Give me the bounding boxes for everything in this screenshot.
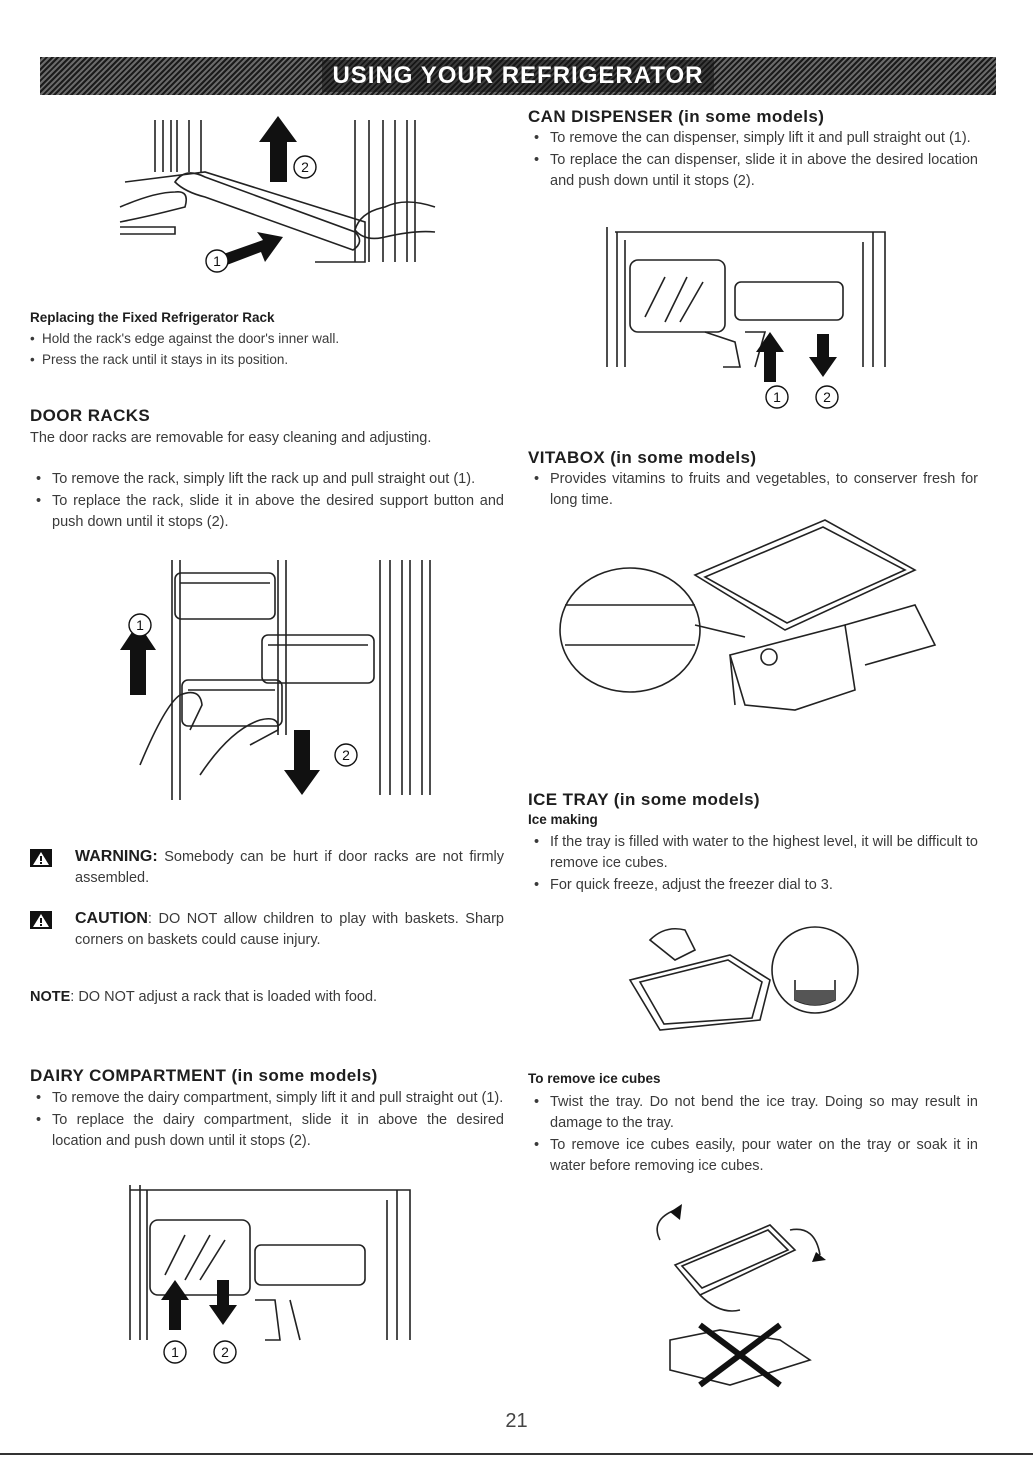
fixed-rack-title: Replacing the Fixed Refrigerator Rack (30, 310, 275, 325)
can-dispenser-bullets: To remove the can dispenser, simply lift… (528, 128, 978, 193)
page-number: 21 (505, 1410, 528, 1432)
callout-2: 2 (221, 1344, 229, 1360)
door-racks-intro: The door racks are removable for easy cl… (30, 430, 432, 446)
vitabox-illustration (559, 519, 937, 711)
caution-icon (30, 911, 52, 929)
list-item: To replace the dairy compartment, slide … (30, 1110, 504, 1152)
list-item: Hold the rack's edge against the door's … (30, 329, 510, 349)
warning-text: Somebody can be hurt if door racks are n… (75, 849, 504, 886)
list-item: For quick freeze, adjust the freezer dia… (528, 875, 978, 896)
callout-1: 1 (213, 253, 221, 269)
page-banner: USING YOUR REFRIGERATOR (40, 57, 996, 95)
can-dispenser-illustration: 1 2 (606, 227, 886, 409)
warning-icon (30, 849, 52, 867)
bottom-rule (0, 1453, 1033, 1455)
door-racks-bullets: To remove the rack, simply lift the rack… (30, 469, 504, 534)
warning-label: WARNING: (75, 848, 158, 865)
list-item: To remove ice cubes easily, pour water o… (528, 1135, 978, 1177)
ice-tray-bullets: If the tray is filled with water to the … (528, 832, 978, 897)
dairy-title: DAIRY COMPARTMENT (in some models) (30, 1066, 378, 1085)
banner-title: USING YOUR REFRIGERATOR (322, 60, 714, 92)
list-item: To replace the can dispenser, slide it i… (528, 150, 978, 192)
can-dispenser-title: CAN DISPENSER (in some models) (528, 107, 825, 126)
list-item: Provides vitamins to fruits and vegetabl… (528, 469, 978, 511)
callout-1: 1 (136, 617, 144, 633)
ice-tray-illustration (628, 926, 859, 1031)
door-racks-illustration: 1 2 (120, 560, 431, 800)
warning-block: WARNING: Somebody can be hurt if door ra… (30, 846, 504, 889)
vitabox-bullets: Provides vitamins to fruits and vegetabl… (528, 469, 978, 512)
dairy-bullets: To remove the dairy compartment, simply … (30, 1088, 504, 1153)
callout-1: 1 (773, 389, 781, 405)
list-item: Press the rack until it stays in its pos… (30, 350, 510, 370)
list-item: If the tray is filled with water to the … (528, 832, 978, 874)
vitabox-title: VITABOX (in some models) (528, 448, 757, 467)
list-item: Twist the tray. Do not bend the ice tray… (528, 1092, 978, 1134)
remove-ice-bullets: Twist the tray. Do not bend the ice tray… (528, 1092, 978, 1178)
note-label: NOTE (30, 989, 71, 1005)
twist-tray-illustration (656, 1204, 826, 1388)
list-item: To remove the dairy compartment, simply … (30, 1088, 504, 1109)
door-racks-title: DOOR RACKS (30, 406, 151, 425)
fixed-rack-illustration: 2 1 (119, 116, 436, 273)
callout-2: 2 (301, 159, 309, 175)
callout-2: 2 (823, 389, 831, 405)
callout-2: 2 (342, 747, 350, 763)
list-item: To remove the can dispenser, simply lift… (528, 128, 978, 149)
ice-making-subtitle: Ice making (528, 812, 598, 827)
list-item: To remove the rack, simply lift the rack… (30, 469, 504, 490)
caution-block: CAUTION: DO NOT allow children to play w… (30, 908, 504, 951)
callout-1: 1 (171, 1344, 179, 1360)
caution-label: CAUTION (75, 910, 148, 927)
note: NOTE: DO NOT adjust a rack that is loade… (30, 987, 504, 1008)
caution-text: : DO NOT allow children to play with bas… (75, 911, 504, 948)
remove-ice-title: To remove ice cubes (528, 1071, 661, 1086)
list-item: To replace the rack, slide it in above t… (30, 491, 504, 533)
ice-tray-title: ICE TRAY (in some models) (528, 790, 760, 809)
note-text: : DO NOT adjust a rack that is loaded wi… (70, 989, 378, 1005)
fixed-rack-bullets: Hold the rack's edge against the door's … (30, 329, 510, 371)
dairy-illustration: 1 2 (129, 1185, 411, 1364)
